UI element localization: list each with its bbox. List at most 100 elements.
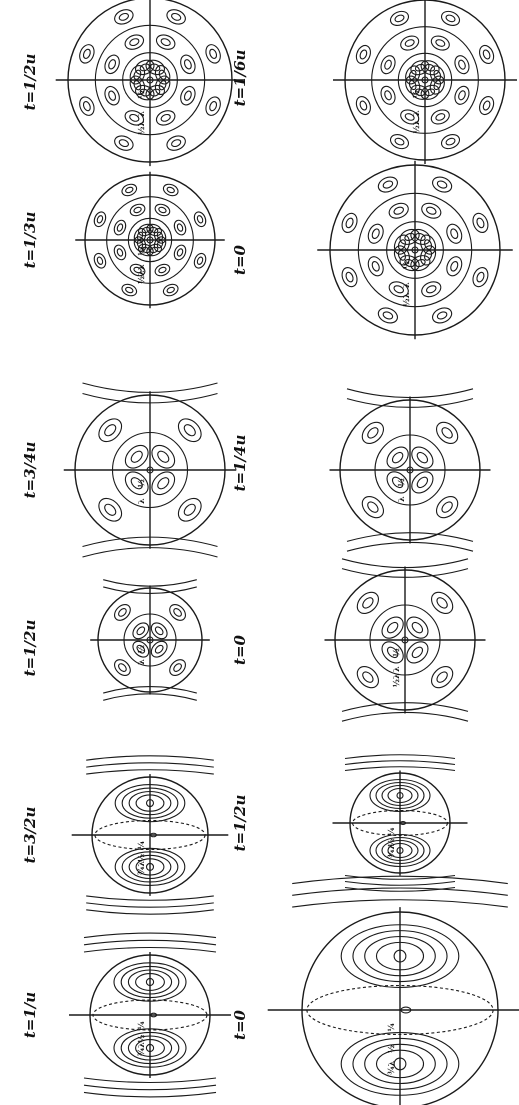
time-label: t=0 — [231, 244, 249, 274]
radial-node-circle — [106, 196, 194, 284]
panel-p10: ½λ½λt=1/3u — [21, 171, 225, 309]
field-cell-inner — [411, 646, 424, 659]
field-cell-inner — [136, 231, 144, 241]
escaping-field-line — [346, 532, 474, 542]
field-loop — [387, 842, 413, 859]
escaping-field-line — [103, 579, 197, 587]
time-label: t=1/2u — [231, 795, 249, 852]
field-cell-inner — [441, 427, 453, 439]
field-cell-inner — [108, 59, 117, 70]
field-cell-inner — [118, 12, 129, 21]
field-cell-inner — [139, 88, 150, 97]
field-cell-inner — [141, 226, 151, 234]
field-cell-inner — [116, 248, 124, 257]
escaping-field-line — [103, 693, 197, 701]
field-cell — [341, 212, 358, 233]
radial-node-circle — [123, 613, 177, 667]
panel-p5: ½λ½λt=0 — [231, 558, 486, 722]
field-cell — [430, 591, 454, 615]
radius-label: ½ — [136, 854, 146, 862]
field-cell — [377, 176, 398, 193]
radius-label: ½ — [391, 648, 401, 656]
field-cell — [124, 34, 145, 50]
field-cell — [173, 244, 187, 261]
field-cell — [381, 616, 404, 639]
field-cell — [432, 176, 453, 193]
field-cell-inner — [371, 260, 380, 272]
radial-node-circle — [369, 604, 441, 676]
radius-label: λ — [396, 496, 406, 502]
field-cell-inner — [425, 88, 436, 97]
boundary-circle — [334, 569, 476, 711]
radius-label: ¾λ — [136, 861, 146, 875]
field-cell-inner — [435, 39, 446, 47]
source-dipole — [399, 820, 407, 826]
field-cell — [389, 10, 410, 26]
radius-label: λ — [136, 498, 146, 504]
field-cell-inner — [183, 90, 192, 101]
escaping-field-line — [86, 755, 214, 761]
field-cell-inner — [171, 12, 182, 21]
field-cell — [367, 256, 384, 277]
field-loop — [375, 781, 425, 810]
nodal-line — [92, 999, 208, 1031]
field-cell-inner — [445, 14, 456, 23]
boundary-circle — [84, 174, 216, 306]
boundary-circle — [329, 164, 501, 336]
field-cell — [356, 591, 380, 615]
field-cell — [79, 96, 95, 116]
field-cell-inner — [141, 246, 151, 254]
field-loop — [114, 783, 186, 823]
escaping-field-line — [82, 547, 218, 558]
field-cell-inner — [209, 48, 218, 59]
field-cell — [479, 44, 495, 65]
field-loop — [364, 1043, 436, 1085]
field-cell-inner — [196, 256, 204, 265]
field-cell-inner — [391, 451, 404, 464]
field-cell-inner — [196, 215, 204, 224]
radius-label: ½λ — [136, 270, 146, 284]
field-cell — [429, 65, 445, 85]
field-loop — [127, 1035, 173, 1061]
field-cell-inner — [393, 206, 405, 215]
field-loop — [121, 851, 179, 883]
source-dipole — [400, 1006, 412, 1014]
field-loop — [381, 784, 419, 807]
radius-label: λ — [136, 111, 146, 117]
field-cell-inner — [386, 621, 399, 634]
field-loop — [120, 1031, 180, 1065]
field-cell-inner — [136, 239, 144, 249]
time-label: t=1/2u — [21, 620, 39, 677]
field-cell-inner — [96, 256, 104, 265]
field-cell — [132, 622, 150, 640]
field-cell — [440, 134, 461, 150]
panel-p7: ½λt=1/4u — [231, 388, 491, 552]
field-cell-inner — [150, 88, 161, 97]
field-cell — [411, 446, 434, 469]
source-point — [146, 466, 154, 474]
field-cell-inner — [173, 663, 182, 672]
radius-label: ¾λ — [386, 844, 396, 858]
field-cell — [129, 203, 146, 217]
field-cell-inner — [362, 671, 374, 683]
radius-label: ½ — [136, 90, 146, 98]
field-cell-inner — [183, 503, 196, 516]
field-cell — [180, 54, 196, 75]
radius-label: ¼ — [136, 1021, 146, 1030]
escaping-field-line — [346, 541, 474, 552]
field-cell-inner — [149, 246, 159, 254]
field-cell — [154, 263, 171, 277]
field-cell-inner — [125, 186, 134, 194]
field-cell — [114, 9, 134, 25]
field-cell — [154, 203, 171, 217]
field-cell-inner — [404, 39, 415, 47]
field-loop — [381, 839, 419, 862]
field-cell-inner — [133, 80, 142, 91]
escaping-field-line — [83, 1077, 217, 1084]
field-cell — [432, 307, 453, 324]
radius-label: λ — [391, 666, 401, 672]
field-cell-inner — [367, 501, 379, 513]
field-cell-inner — [384, 90, 392, 101]
panel-p11: ½λ½λt=1/6u — [231, 0, 517, 164]
field-loop — [135, 858, 165, 876]
